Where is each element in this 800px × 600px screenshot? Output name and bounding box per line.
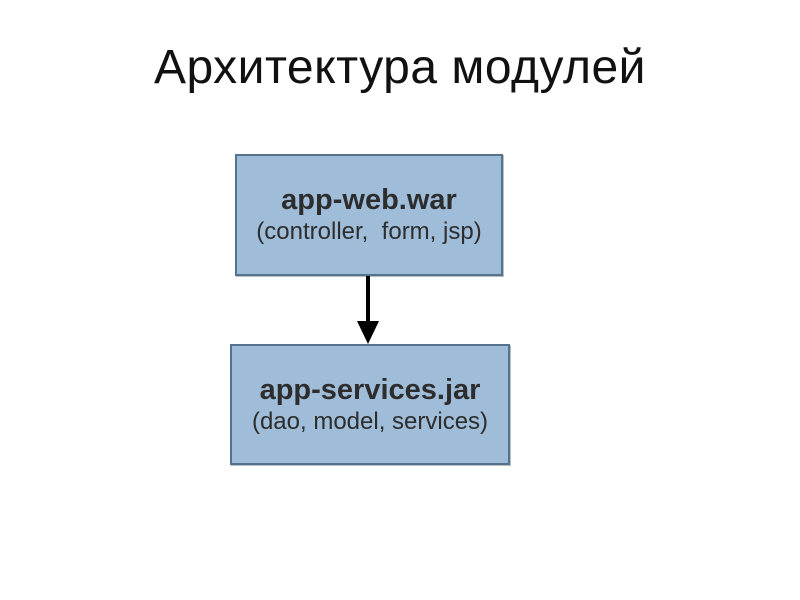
node-app-web-title: app-web.war [281, 184, 457, 217]
connector-arrow-down [357, 276, 379, 344]
node-app-services: app-services.jar (dao, model, services) [230, 344, 510, 465]
node-app-services-title: app-services.jar [259, 373, 481, 406]
node-app-web: app-web.war (controller, form, jsp) [235, 154, 503, 276]
arrow-head-icon [357, 321, 379, 344]
slide-title: Архитектура модулей [154, 41, 646, 94]
node-app-web-subtitle: (controller, form, jsp) [256, 218, 482, 245]
node-app-services-subtitle: (dao, model, services) [251, 407, 489, 435]
